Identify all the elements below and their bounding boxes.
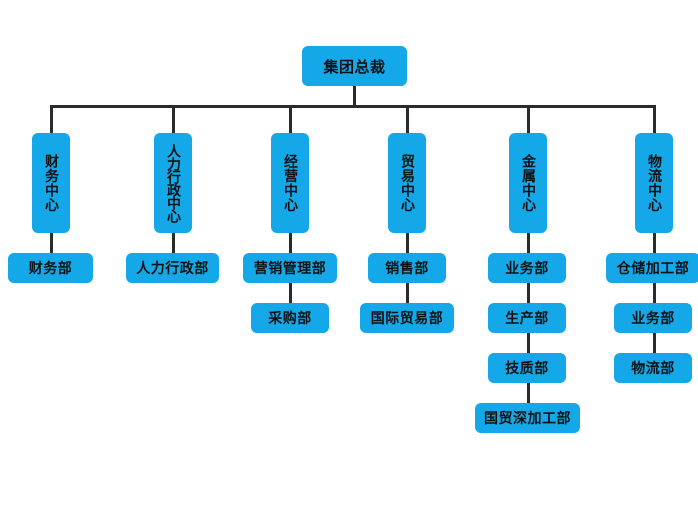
node-dept-operations-2[interactable]: 采购部 <box>251 303 329 333</box>
node-center-operations[interactable]: 经营中心 <box>271 133 309 233</box>
node-dept-operations-1[interactable]: 营销管理部 <box>243 253 337 283</box>
node-dept-logistics-3[interactable]: 物流部 <box>614 353 692 383</box>
connector-drop-finance <box>50 105 53 135</box>
connector-trade-to-dept <box>406 230 409 256</box>
node-center-finance[interactable]: 财务中心 <box>32 133 70 233</box>
connector-root-stem <box>353 85 356 107</box>
connector-metal-to-dept <box>527 230 530 256</box>
node-dept-hr-admin-1[interactable]: 人力行政部 <box>126 253 219 283</box>
connector-drop-hr-admin <box>172 105 175 135</box>
node-dept-metal-4[interactable]: 国贸深加工部 <box>475 403 580 433</box>
connector-operations-dept-chain-1 <box>289 283 292 303</box>
node-center-logistics[interactable]: 物流中心 <box>635 133 673 233</box>
node-root-group-president[interactable]: 集团总裁 <box>302 46 407 86</box>
node-dept-metal-2[interactable]: 生产部 <box>488 303 566 333</box>
node-center-metal[interactable]: 金属中心 <box>509 133 547 233</box>
connector-metal-dept-chain-1 <box>527 283 530 303</box>
connector-hr-admin-to-dept <box>172 230 175 256</box>
node-dept-trade-1[interactable]: 销售部 <box>368 253 446 283</box>
connector-drop-operations <box>289 105 292 135</box>
connector-finance-to-dept <box>50 230 53 256</box>
connector-operations-to-dept <box>289 230 292 256</box>
connector-metal-dept-chain-2 <box>527 333 530 353</box>
connector-logistics-dept-chain-2 <box>653 333 656 353</box>
connector-trade-dept-chain-1 <box>406 283 409 303</box>
connector-drop-metal <box>527 105 530 135</box>
node-dept-logistics-2[interactable]: 业务部 <box>614 303 692 333</box>
connector-logistics-dept-chain-1 <box>653 283 656 303</box>
connector-drop-trade <box>406 105 409 135</box>
node-dept-metal-3[interactable]: 技质部 <box>488 353 566 383</box>
connector-drop-logistics <box>653 105 656 135</box>
connector-horizontal-bus <box>50 105 656 108</box>
node-dept-logistics-1[interactable]: 仓储加工部 <box>606 253 698 283</box>
connector-logistics-to-dept <box>653 230 656 256</box>
node-dept-trade-2[interactable]: 国际贸易部 <box>360 303 454 333</box>
node-center-trade[interactable]: 贸易中心 <box>388 133 426 233</box>
node-dept-finance-1[interactable]: 财务部 <box>8 253 93 283</box>
node-dept-metal-1[interactable]: 业务部 <box>488 253 566 283</box>
node-center-hr-admin[interactable]: 人力行政中心 <box>154 133 192 233</box>
connector-metal-dept-chain-3 <box>527 383 530 403</box>
